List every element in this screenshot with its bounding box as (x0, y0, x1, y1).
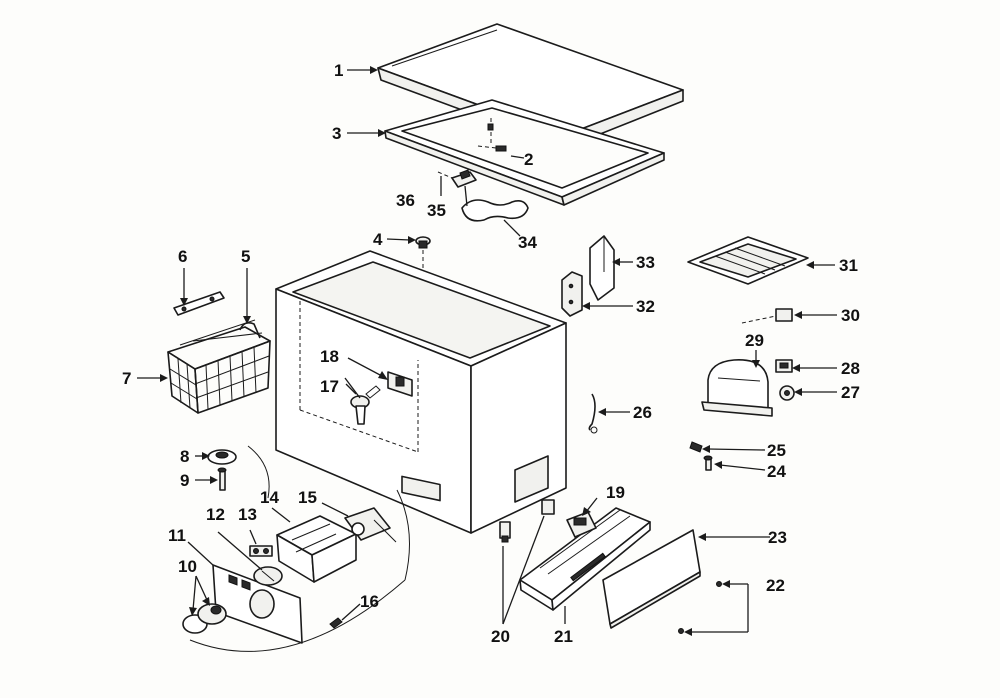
callout-19: 19 (606, 483, 625, 502)
back-cover-panel (602, 529, 701, 629)
callout-labels: 1 2 3 4 5 6 7 8 9 10 11 12 13 14 15 16 1… (122, 61, 860, 646)
callout-27: 27 (841, 383, 860, 402)
callout-28: 28 (841, 359, 860, 378)
panel-screw (329, 617, 343, 629)
callout-18: 18 (320, 347, 339, 366)
callout-22: 22 (766, 576, 785, 595)
lid-screws (477, 118, 507, 152)
relay-bracket (566, 511, 597, 538)
control-box (276, 515, 357, 583)
callout-15: 15 (298, 488, 317, 507)
door-switch (499, 521, 511, 543)
callout-36: 36 (396, 191, 415, 210)
leader-lines (137, 66, 837, 636)
callout-9: 9 (180, 471, 189, 490)
callout-33: 33 (636, 253, 655, 272)
callout-11: 11 (168, 526, 186, 545)
callout-29: 29 (745, 331, 764, 350)
callout-4: 4 (373, 230, 383, 249)
callout-24: 24 (767, 462, 786, 481)
callout-25: 25 (767, 441, 786, 460)
callout-12: 12 (206, 505, 225, 524)
callout-1: 1 (334, 61, 343, 80)
callout-21: 21 (554, 627, 573, 646)
callout-26: 26 (633, 403, 652, 422)
lamp-holder (541, 499, 555, 515)
starter-relay (775, 359, 793, 373)
shelf-tray (687, 236, 809, 285)
hinge-cover (589, 235, 615, 301)
callout-13: 13 (238, 505, 257, 524)
compressor-bolt (703, 455, 713, 471)
callout-35: 35 (427, 201, 446, 220)
compressor (701, 359, 773, 417)
knob-screw (217, 467, 227, 491)
callout-20: 20 (491, 627, 510, 646)
indicator-lights (249, 545, 273, 557)
callout-14: 14 (260, 488, 279, 507)
callout-23: 23 (768, 528, 787, 547)
callout-2: 2 (524, 150, 533, 169)
callout-6: 6 (178, 247, 187, 266)
wire-basket (167, 319, 271, 414)
callout-8: 8 (180, 447, 189, 466)
overload-relay (741, 308, 793, 324)
callout-16: 16 (360, 592, 379, 611)
callout-3: 3 (332, 124, 341, 143)
callout-10: 10 (178, 557, 197, 576)
thermostat-knob (207, 449, 237, 465)
grommet (779, 385, 795, 401)
callout-32: 32 (636, 297, 655, 316)
callout-7: 7 (122, 369, 131, 388)
handle-cover (461, 199, 529, 222)
compressor-clip (689, 441, 703, 453)
basket-divider (173, 291, 225, 316)
drain-plug (588, 393, 598, 434)
callout-31: 31 (839, 256, 858, 275)
lock-cylinder (350, 385, 381, 425)
thermostat-dial (253, 566, 283, 586)
thermostat (344, 507, 397, 543)
cabinet (275, 250, 567, 534)
lid-lock-catch (437, 169, 477, 188)
callout-34: 34 (518, 233, 537, 252)
lid-gasket (384, 99, 665, 206)
callout-30: 30 (841, 306, 860, 325)
callout-17: 17 (320, 377, 339, 396)
cover-screws (678, 581, 722, 634)
control-knobs (182, 603, 227, 634)
lock-catch-plate (387, 371, 413, 397)
hinge (561, 271, 583, 317)
callout-5: 5 (241, 247, 250, 266)
